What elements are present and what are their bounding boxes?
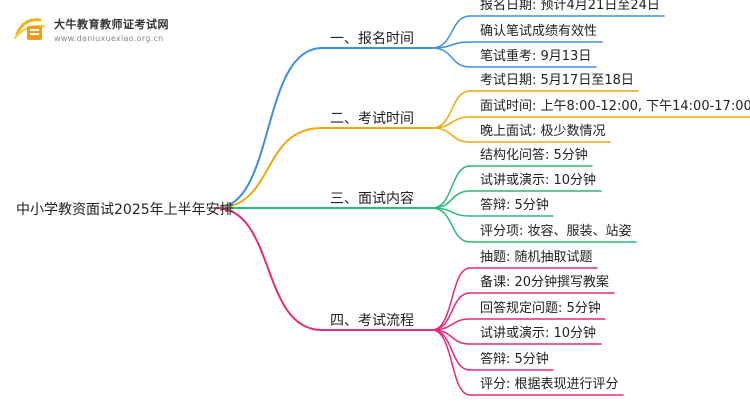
leaf-node: 评分: 根据表现进行评分 [480,377,619,392]
leaf-node: 回答规定问题: 5分钟 [480,301,601,316]
leaf-edge [431,90,471,129]
leaf-node: 答辩: 5分钟 [480,352,549,367]
leaf-edge [431,41,471,49]
site-logo: 大牛教育教师证考试网 www.daniuxuexiao.org.cn [14,14,169,44]
leaf-node: 考试日期: 5月17日至18日 [480,73,634,88]
branch-node-1: 一、报名时间 [330,31,414,47]
leaf-node: 答辩: 5分钟 [480,198,549,213]
leaf-node: 报名日期: 预计4月21日至24日 [480,0,660,13]
leaf-node: 备课: 20分钟撰写教案 [480,275,610,290]
leaf-edge [431,329,471,396]
leaf-edge [431,190,471,209]
leaf-edge [431,15,471,49]
leaf-node: 抽题: 随机抽取试题 [480,250,593,265]
logo-title: 大牛教育教师证考试网 [54,17,169,31]
root-edge-2 [215,127,323,209]
leaf-node: 面试时间: 上午8:00-12:00, 下午14:00-17:00 [480,99,750,114]
leaf-edge [431,207,471,243]
leaf-edge [431,47,471,68]
leaf-edge [431,165,471,209]
branch-node-3: 三、面试内容 [330,191,414,207]
leaf-node: 晚上面试: 极少数情况 [480,124,606,139]
leaf-node: 确认笔试成绩有效性 [480,24,598,39]
root-edge-4 [215,207,323,331]
book-logo-icon [14,18,45,40]
leaf-edge [431,267,471,331]
branch-node-4: 四、考试流程 [330,313,414,329]
leaf-edge [431,127,471,143]
logo-url: www.daniuxuexiao.org.cn [54,33,164,43]
root-node: 中小学教资面试2025年上半年安排 [16,202,234,218]
branch-node-2: 二、考试时间 [330,111,414,127]
leaf-node: 结构化问答: 5分钟 [480,148,588,163]
leaf-edge [431,292,471,331]
root-edge-1 [215,47,323,209]
leaf-node: 试讲或演示: 10分钟 [480,326,597,341]
leaf-node: 评分项: 妆容、服装、站姿 [480,224,632,239]
leaf-node: 笔试重考: 9月13日 [480,49,592,64]
leaf-node: 试讲或演示: 10分钟 [480,173,597,188]
